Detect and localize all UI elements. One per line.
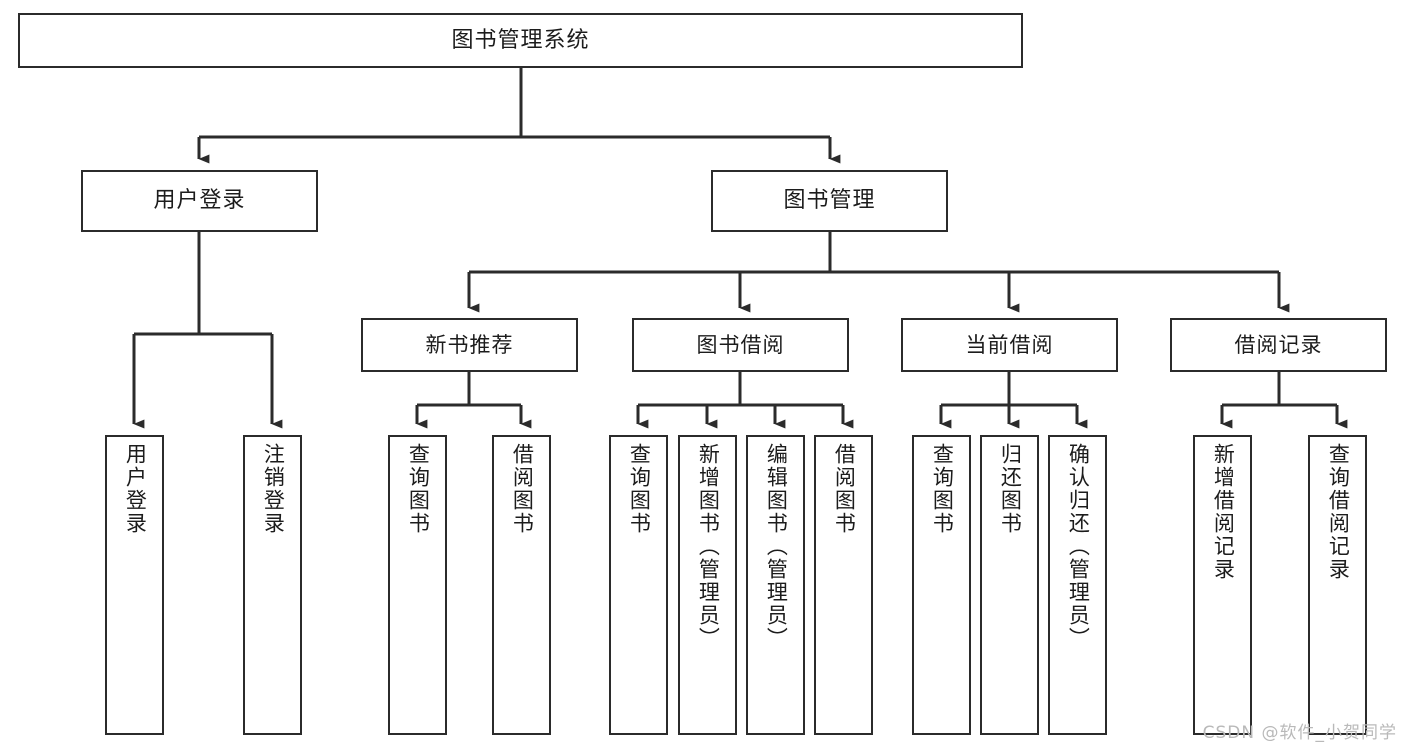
node-new-book-recommend-label: 新书推荐 [425,332,514,357]
leaf-query-book-3-label: 查询图书 [930,443,955,535]
leaf-borrow-book-1[interactable]: 借阅图书 [492,435,551,735]
leaf-edit-book-label: 编辑图书（管理员） [764,443,789,650]
node-user-login[interactable]: 用户登录 [81,170,318,232]
leaf-add-record[interactable]: 新增借阅记录 [1193,435,1252,735]
leaf-query-record-label: 查询借阅记录 [1326,443,1351,581]
node-book-management[interactable]: 图书管理 [711,170,948,232]
node-new-book-recommend[interactable]: 新书推荐 [361,318,578,372]
node-current-borrow-label: 当前借阅 [965,332,1054,357]
leaf-query-book-1-label: 查询图书 [406,443,431,535]
leaf-edit-book[interactable]: 编辑图书（管理员） [746,435,805,735]
leaf-query-book-1[interactable]: 查询图书 [388,435,447,735]
leaf-user-login-label: 用户登录 [123,443,148,535]
leaf-query-book-2[interactable]: 查询图书 [609,435,668,735]
node-current-borrow[interactable]: 当前借阅 [901,318,1118,372]
leaf-query-book-2-label: 查询图书 [627,443,652,535]
leaf-borrow-book-1-label: 借阅图书 [510,443,535,535]
node-root[interactable]: 图书管理系统 [18,13,1023,68]
leaf-borrow-book-2[interactable]: 借阅图书 [814,435,873,735]
leaf-return-book[interactable]: 归还图书 [980,435,1039,735]
leaf-logout-login[interactable]: 注销登录 [243,435,302,735]
node-root-label: 图书管理系统 [451,27,590,53]
leaf-query-record[interactable]: 查询借阅记录 [1308,435,1367,735]
node-book-borrow[interactable]: 图书借阅 [632,318,849,372]
leaf-user-login[interactable]: 用户登录 [105,435,164,735]
leaf-confirm-return-label: 确认归还（管理员） [1066,443,1091,650]
node-borrow-record[interactable]: 借阅记录 [1170,318,1387,372]
node-user-login-label: 用户登录 [153,188,246,214]
leaf-add-record-label: 新增借阅记录 [1211,443,1236,581]
leaf-borrow-book-2-label: 借阅图书 [832,443,857,535]
leaf-return-book-label: 归还图书 [998,443,1023,535]
leaf-query-book-3[interactable]: 查询图书 [912,435,971,735]
leaf-logout-login-label: 注销登录 [261,443,286,535]
leaf-add-book[interactable]: 新增图书（管理员） [678,435,737,735]
node-book-borrow-label: 图书借阅 [696,332,785,357]
leaf-add-book-label: 新增图书（管理员） [696,443,721,650]
node-book-management-label: 图书管理 [783,188,876,214]
node-borrow-record-label: 借阅记录 [1234,332,1323,357]
leaf-confirm-return[interactable]: 确认归还（管理员） [1048,435,1107,735]
